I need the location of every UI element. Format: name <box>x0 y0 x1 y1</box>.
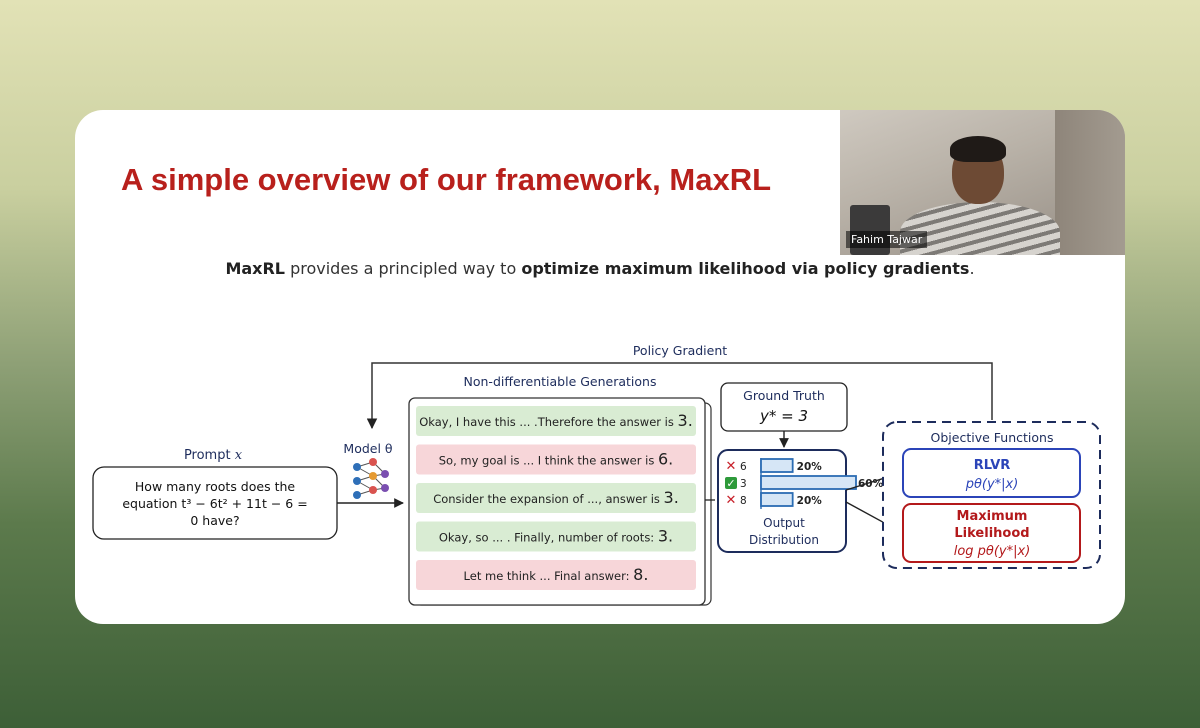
framework-diagram: Policy Gradient Prompt x How many roots … <box>92 343 1101 606</box>
output-distribution-label-2: Distribution <box>749 533 819 547</box>
ground-truth-label: Ground Truth <box>743 388 825 403</box>
check-icon: ✓ <box>726 477 735 490</box>
generation-item: Consider the expansion of ..., answer is… <box>416 483 696 513</box>
rlvr-box <box>902 448 1081 498</box>
distribution-percent: 20% <box>797 495 823 507</box>
slide-title: A simple overview of our framework, MaxR… <box>121 162 772 197</box>
slide-subtitle: MaxRL provides a principled way to optim… <box>225 259 975 278</box>
prompt-line-3: 0 have? <box>190 513 239 528</box>
generations-label: Non-differentiable Generations <box>464 374 657 389</box>
distribution-value: 3 <box>740 478 747 490</box>
generation-item: Okay, so ... . Finally, number of roots:… <box>416 521 696 552</box>
generation-item: Let me think ... Final answer: 8. <box>416 560 696 590</box>
ml-name-2: Likelihood <box>954 526 1029 541</box>
webcam-video: Fahim Tajwar <box>840 110 1125 255</box>
distribution-value: 6 <box>740 461 747 473</box>
prompt-line-1: How many roots does the <box>135 479 296 494</box>
speaker-name: Fahim Tajwar <box>846 231 928 248</box>
cross-icon: ✕ <box>726 493 737 508</box>
generation-text: Consider the expansion of ..., answer is… <box>433 488 679 507</box>
slide: A simple overview of our framework, MaxR… <box>75 110 1125 624</box>
generation-item: Okay, I have this ... .Therefore the ans… <box>416 406 696 436</box>
ground-truth-formula: y* = 3 <box>759 407 808 425</box>
distribution-row: ✕8 20% <box>726 492 823 508</box>
model-label: Model θ <box>343 441 392 456</box>
ml-formula: log pθ(y*|x) <box>954 544 1031 559</box>
distribution-value: 8 <box>740 495 747 507</box>
rlvr-name: RLVR <box>974 458 1011 473</box>
neural-network-icon <box>353 458 389 499</box>
distribution-row: ✕6 20% <box>726 458 823 474</box>
distribution-bar <box>760 458 794 473</box>
output-distribution-label-1: Output <box>763 516 805 530</box>
generation-text: So, my goal is ... I think the answer is… <box>439 450 673 469</box>
generation-item: So, my goal is ... I think the answer is… <box>416 444 696 475</box>
objective-functions-label: Objective Functions <box>931 430 1054 445</box>
cross-icon: ✕ <box>726 459 737 474</box>
distribution-bar <box>760 492 794 507</box>
ml-name-1: Maximum <box>957 509 1028 524</box>
generation-text: Okay, I have this ... .Therefore the ans… <box>419 411 693 430</box>
rlvr-formula: pθ(y*|x) <box>965 477 1019 492</box>
policy-gradient-label: Policy Gradient <box>633 343 727 358</box>
policy-gradient-loop <box>366 362 993 430</box>
prompt-line-2: equation t³ − 6t² + 11t − 6 = <box>122 496 307 511</box>
maximum-likelihood-box <box>902 503 1081 563</box>
distribution-percent: 20% <box>797 461 823 473</box>
distribution-bar <box>760 475 857 490</box>
generation-text: Okay, so ... . Finally, number of roots:… <box>439 527 673 546</box>
generation-text: Let me think ... Final answer: 8. <box>464 565 649 584</box>
prompt-label: Prompt x <box>184 448 243 463</box>
